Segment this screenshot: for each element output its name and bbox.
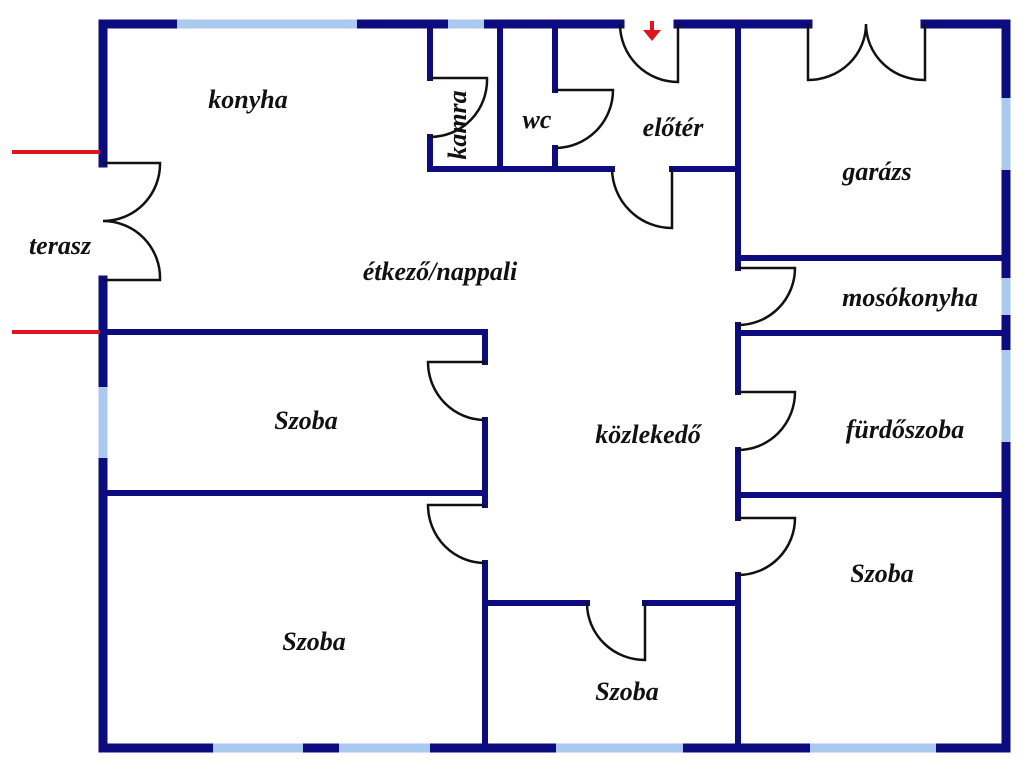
room-bottom-door xyxy=(585,602,647,662)
room-label-szoba-right: Szoba xyxy=(850,559,914,588)
room-label-szoba-bottom: Szoba xyxy=(595,677,659,706)
entrance-arrow-icon xyxy=(643,21,661,41)
doors xyxy=(102,23,927,662)
outer-walls xyxy=(98,19,1011,753)
laundry-door xyxy=(737,266,797,327)
entry-markers xyxy=(12,21,661,334)
room-label-szoba-upper-left: Szoba xyxy=(274,406,338,435)
room-label-konyha: konyha xyxy=(208,85,287,114)
terrace-door xyxy=(102,161,162,282)
room-lower-left-door xyxy=(426,503,486,565)
windows xyxy=(98,19,1011,753)
room-label-kamra: kamra xyxy=(443,90,472,159)
bathroom-door xyxy=(737,390,797,452)
pantry-door xyxy=(429,76,489,139)
room-label-terasz: terasz xyxy=(29,231,92,260)
room-label-mosokonyha: mosókonyha xyxy=(842,283,978,312)
wc-door xyxy=(554,88,615,150)
room-label-furdoszoba: fürdőszoba xyxy=(846,415,964,444)
room-label-szoba-lower-left: Szoba xyxy=(282,627,346,656)
inner-walls xyxy=(100,21,1009,751)
room-label-etkezo-nappali: étkező/nappali xyxy=(363,257,518,286)
room-right-door xyxy=(737,516,797,577)
hall-door xyxy=(610,168,674,230)
entrance-door xyxy=(618,23,680,84)
garage-door xyxy=(806,23,927,82)
room-label-garazs: garázs xyxy=(841,157,911,186)
room-label-kozlekedo: közlekedő xyxy=(595,420,702,449)
room-upper-left-door xyxy=(426,360,486,422)
room-label-wc: wc xyxy=(523,105,552,134)
room-label-eloter: előtér xyxy=(643,113,705,142)
